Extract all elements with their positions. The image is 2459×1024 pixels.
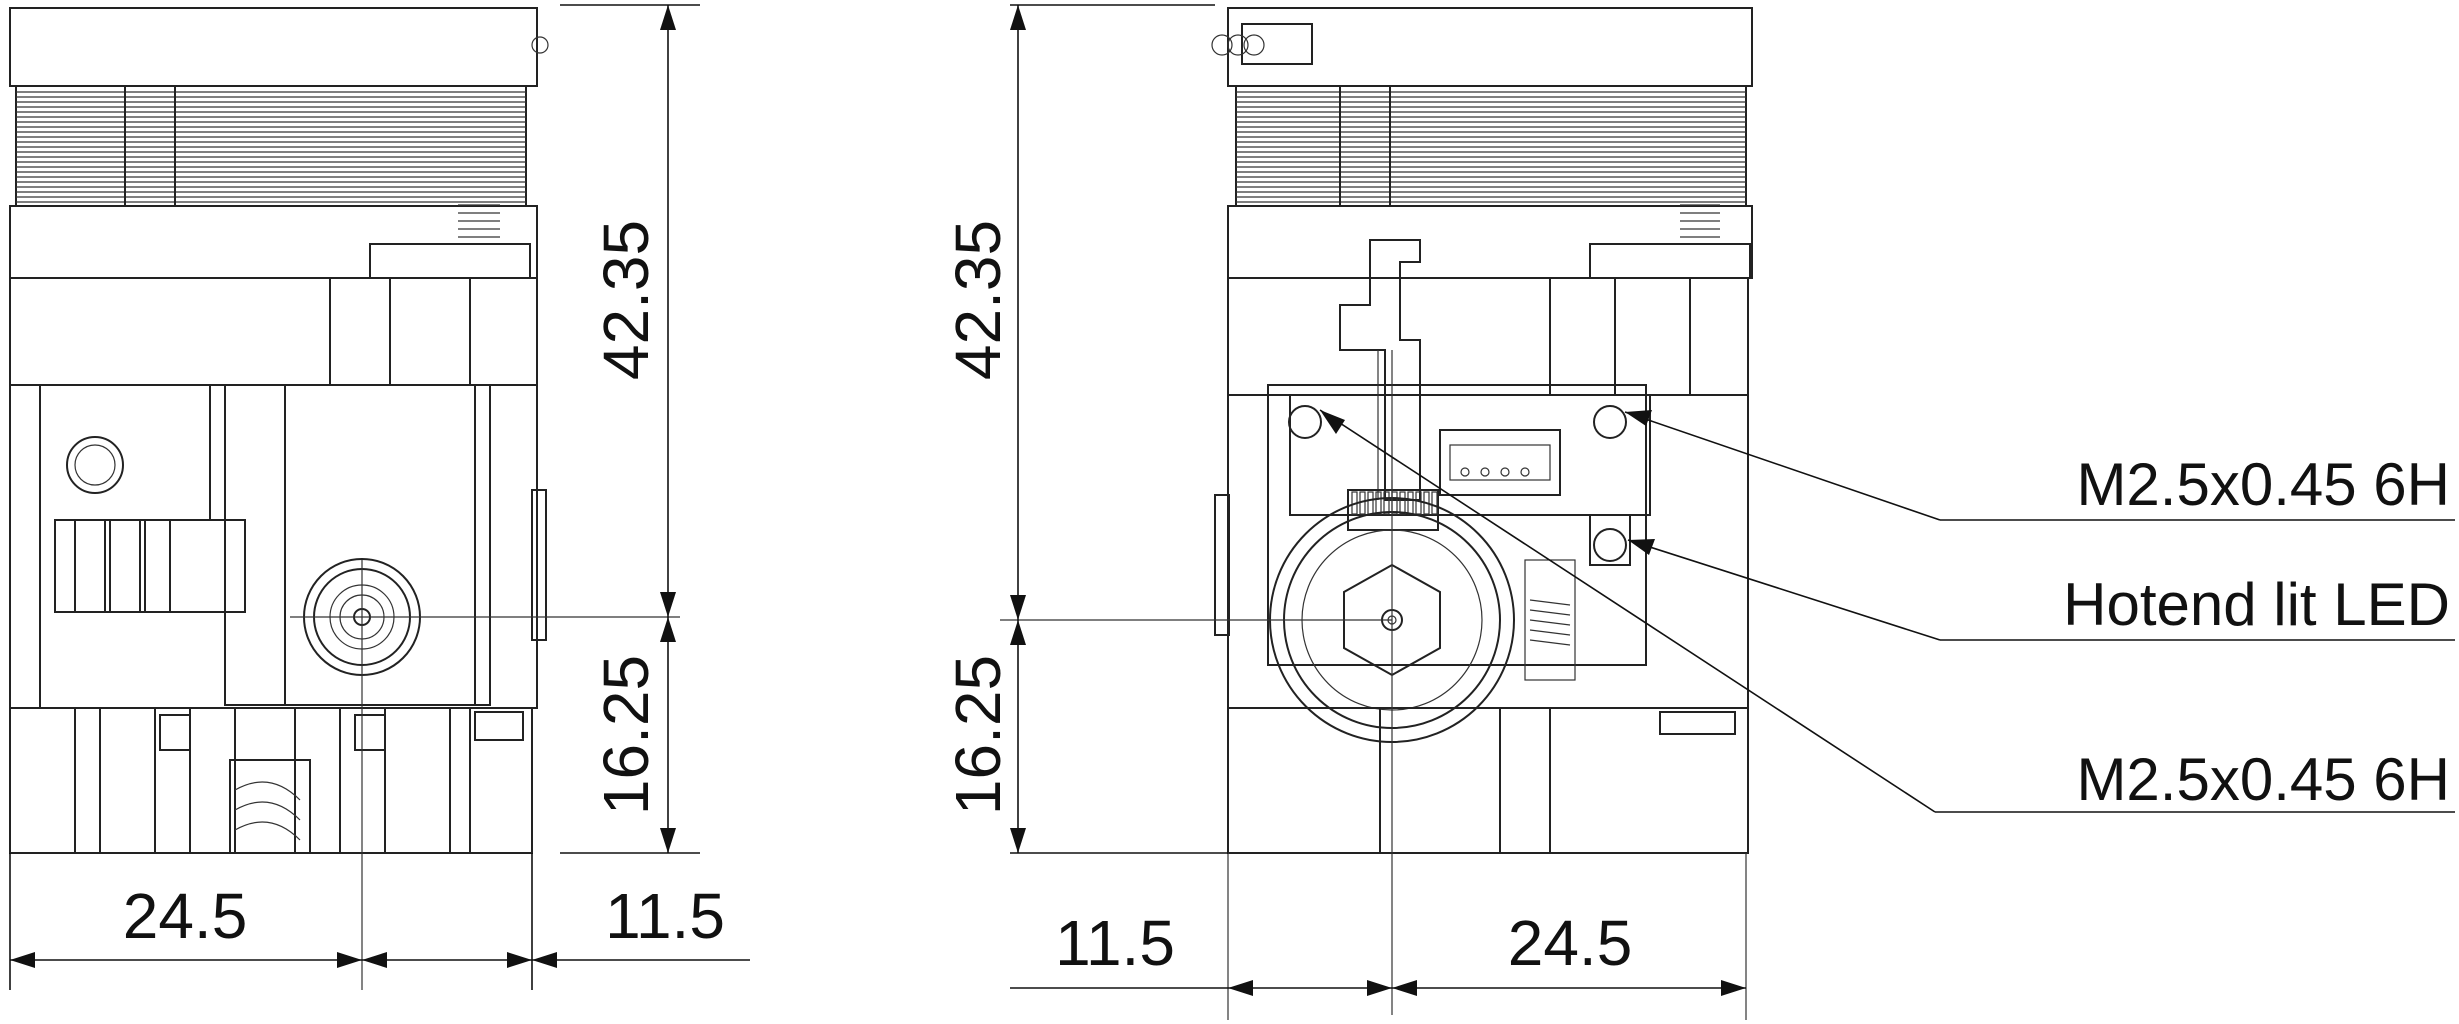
left-dim-16-25: 16.25 (590, 655, 662, 815)
left-heatsink (15, 85, 527, 207)
gear-tooth (1399, 491, 1406, 515)
right-dim-16-25: 16.25 (942, 655, 1014, 815)
right-view (1000, 7, 1753, 1020)
callouts: M2.5x0.45 6H Hotend lit LED M2.5x0.45 6H (1319, 409, 2455, 813)
right-top-plate (1227, 7, 1753, 87)
callout-top-screw-hole: M2.5x0.45 6H (2076, 451, 2450, 518)
right-side-connector (1214, 494, 1230, 636)
left-top-plate (9, 7, 538, 87)
left-housing (224, 384, 491, 706)
left-dim-11-5: 11.5 (605, 880, 725, 952)
left-housing-inner (284, 384, 476, 706)
right-dim-11-5: 11.5 (1055, 907, 1175, 979)
right-body (1227, 277, 1749, 709)
left-mid-tab (369, 243, 531, 279)
top-screw-hole-right (1593, 405, 1627, 439)
callout-hotend-led: Hotend lit LED (2063, 571, 2450, 638)
ribbon-cable (1339, 239, 1421, 501)
gear-tooth (1383, 491, 1390, 515)
led-indicator (1593, 528, 1627, 562)
gear-tooth (1391, 491, 1398, 515)
right-dim-24-5: 24.5 (1508, 907, 1633, 979)
right-spring (1680, 204, 1720, 238)
right-dim-42-35: 42.35 (942, 220, 1014, 380)
left-clip (54, 519, 246, 613)
right-dimensions: 42.35 16.25 11.5 24.5 (942, 4, 1746, 996)
gear-tooth (1375, 491, 1382, 515)
left-spring (458, 204, 500, 238)
left-port-hole (66, 436, 124, 494)
gear-tooth (1415, 491, 1422, 515)
gear-tooth (1407, 491, 1414, 515)
left-dim-42-35: 42.35 (590, 220, 662, 380)
left-dim-24-5: 24.5 (123, 880, 248, 952)
callout-bottom-screw-hole: M2.5x0.45 6H (2076, 746, 2450, 813)
left-mid-block (9, 205, 538, 279)
left-dimensions: 42.35 16.25 24.5 11.5 (9, 4, 750, 990)
top-screw-hole-left (1288, 405, 1322, 439)
left-side-connector (531, 489, 547, 641)
gear-tooth (1431, 491, 1438, 515)
right-pcb (1267, 384, 1651, 666)
connector (1439, 429, 1561, 496)
right-base (1227, 707, 1749, 854)
gear-tooth (1367, 491, 1374, 515)
right-mid-block (1227, 205, 1753, 279)
left-top-knob (531, 36, 549, 54)
right-top-clip (1241, 23, 1313, 65)
left-base (9, 707, 533, 854)
left-view (9, 7, 680, 990)
right-heatsink (1235, 85, 1747, 207)
right-lower-spring (1524, 559, 1576, 681)
